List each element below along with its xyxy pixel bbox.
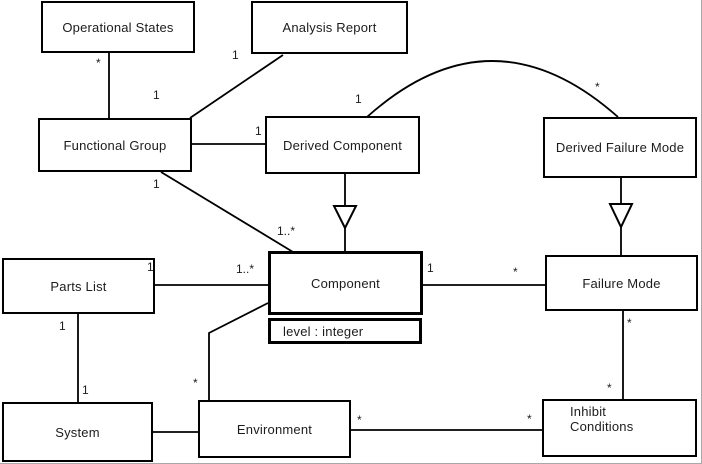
- multiplicity-label: 1: [153, 177, 160, 191]
- multiplicity-label: 1: [82, 383, 89, 397]
- multiplicity-label: 1: [427, 261, 434, 275]
- class-name: Derived Failure Mode: [555, 140, 685, 155]
- class-environment[interactable]: Environment: [198, 400, 351, 458]
- generalization-triangle-icon: [608, 203, 634, 230]
- class-derived-component[interactable]: Derived Component: [265, 116, 420, 174]
- multiplicity-label: 1..*: [236, 262, 255, 276]
- multiplicity-label: *: [193, 376, 198, 390]
- class-component[interactable]: Component: [268, 251, 423, 315]
- class-name: Inhibit Conditions: [570, 404, 634, 434]
- class-operational-states[interactable]: Operational States: [41, 1, 195, 53]
- multiplicity-label: 1: [232, 48, 239, 62]
- multiplicity-label: 1: [59, 319, 66, 333]
- multiplicity-label: 1: [153, 88, 160, 102]
- multiplicity-label: *: [96, 56, 101, 70]
- class-inhibit-conditions[interactable]: Inhibit Conditions: [542, 399, 697, 457]
- generalization-triangle-icon: [332, 205, 358, 231]
- class-component-attributes[interactable]: level : integer: [268, 318, 422, 344]
- class-analysis-report[interactable]: Analysis Report: [251, 1, 408, 54]
- class-name: Operational States: [62, 19, 174, 35]
- class-parts-list[interactable]: Parts List: [2, 258, 155, 314]
- assoc-derived-component-derived-failure-mode-arc: [366, 60, 619, 118]
- class-system[interactable]: System: [2, 402, 153, 462]
- class-derived-failure-mode[interactable]: Derived Failure Mode: [543, 117, 697, 178]
- assoc-component-environment: [208, 302, 269, 400]
- multiplicity-label: 1: [147, 260, 154, 274]
- assoc-analysis-report-functional-group: [189, 54, 284, 119]
- assoc-functional-group-component: [160, 171, 294, 253]
- class-name: Component: [310, 275, 380, 291]
- multiplicity-label: 1: [255, 124, 262, 138]
- multiplicity-label: *: [595, 80, 600, 94]
- class-name: Environment: [236, 421, 313, 437]
- multiplicity-label: *: [513, 265, 518, 279]
- class-name: Functional Group: [63, 137, 167, 153]
- multiplicity-label: 1: [355, 92, 362, 106]
- multiplicity-label: *: [607, 381, 612, 395]
- multiplicity-label: *: [627, 316, 632, 330]
- class-name: Failure Mode: [582, 275, 661, 291]
- multiplicity-label: *: [357, 413, 362, 427]
- class-failure-mode[interactable]: Failure Mode: [545, 255, 698, 311]
- class-name: System: [55, 424, 100, 440]
- class-name: Parts List: [50, 278, 107, 294]
- class-name: Analysis Report: [282, 20, 377, 35]
- multiplicity-label: 1..*: [277, 224, 296, 238]
- multiplicity-label: *: [527, 412, 532, 426]
- class-attribute: level : integer: [283, 323, 364, 339]
- class-functional-group[interactable]: Functional Group: [38, 118, 192, 172]
- class-name: Derived Component: [282, 137, 403, 153]
